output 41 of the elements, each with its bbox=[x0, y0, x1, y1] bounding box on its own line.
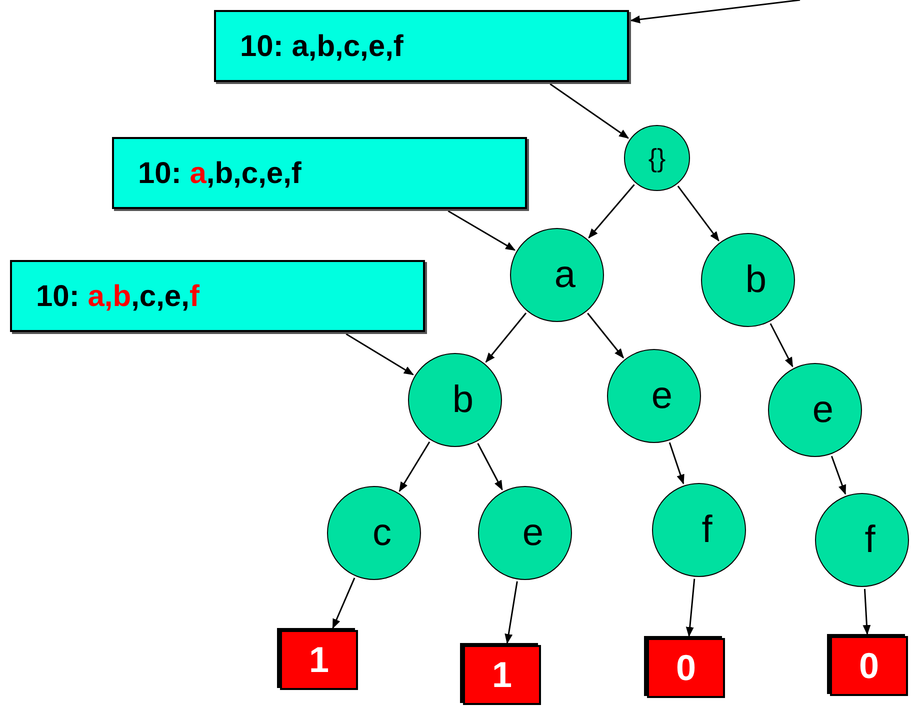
arrow bbox=[550, 83, 630, 139]
node-label: e bbox=[521, 510, 544, 556]
count-value: 1 bbox=[492, 653, 512, 697]
arrow bbox=[770, 323, 794, 368]
itemset-box bbox=[112, 137, 527, 209]
count-box bbox=[280, 630, 358, 690]
node-label: f bbox=[700, 508, 712, 552]
node-label: b bbox=[451, 378, 474, 422]
arrow bbox=[485, 312, 527, 363]
itemset-text: 10: a,b,c,e,f bbox=[138, 156, 302, 192]
arrow bbox=[862, 588, 871, 635]
arrow bbox=[332, 578, 356, 629]
count-box bbox=[830, 636, 908, 696]
arrow bbox=[677, 186, 720, 242]
node-label: c bbox=[372, 510, 392, 556]
arrow bbox=[630, 0, 800, 24]
itemset-text: 10: a,b,c,e,f bbox=[36, 278, 200, 314]
arrow bbox=[587, 312, 624, 359]
node-label: b bbox=[744, 258, 767, 302]
arrow bbox=[588, 184, 635, 238]
node-label: a bbox=[553, 252, 576, 298]
itemset-box bbox=[214, 10, 629, 82]
count-value: 0 bbox=[676, 646, 696, 690]
node-label: e bbox=[811, 388, 834, 432]
count-box bbox=[463, 645, 541, 705]
node-label: {} bbox=[648, 142, 666, 174]
arrow bbox=[398, 441, 430, 492]
arrow bbox=[477, 443, 503, 491]
count-value: 0 bbox=[858, 644, 880, 688]
arrow bbox=[346, 333, 414, 376]
count-box bbox=[647, 638, 725, 698]
node-label: e bbox=[650, 374, 673, 418]
itemset-text: 10: a,b,c,e,f bbox=[240, 28, 404, 64]
arrow bbox=[504, 581, 518, 644]
arrow bbox=[686, 578, 696, 637]
count-value: 1 bbox=[308, 638, 330, 682]
arrow bbox=[830, 456, 846, 495]
itemset-box bbox=[10, 260, 425, 332]
node-label: f bbox=[864, 518, 876, 562]
arrow bbox=[448, 210, 516, 251]
arrow bbox=[668, 442, 684, 484]
